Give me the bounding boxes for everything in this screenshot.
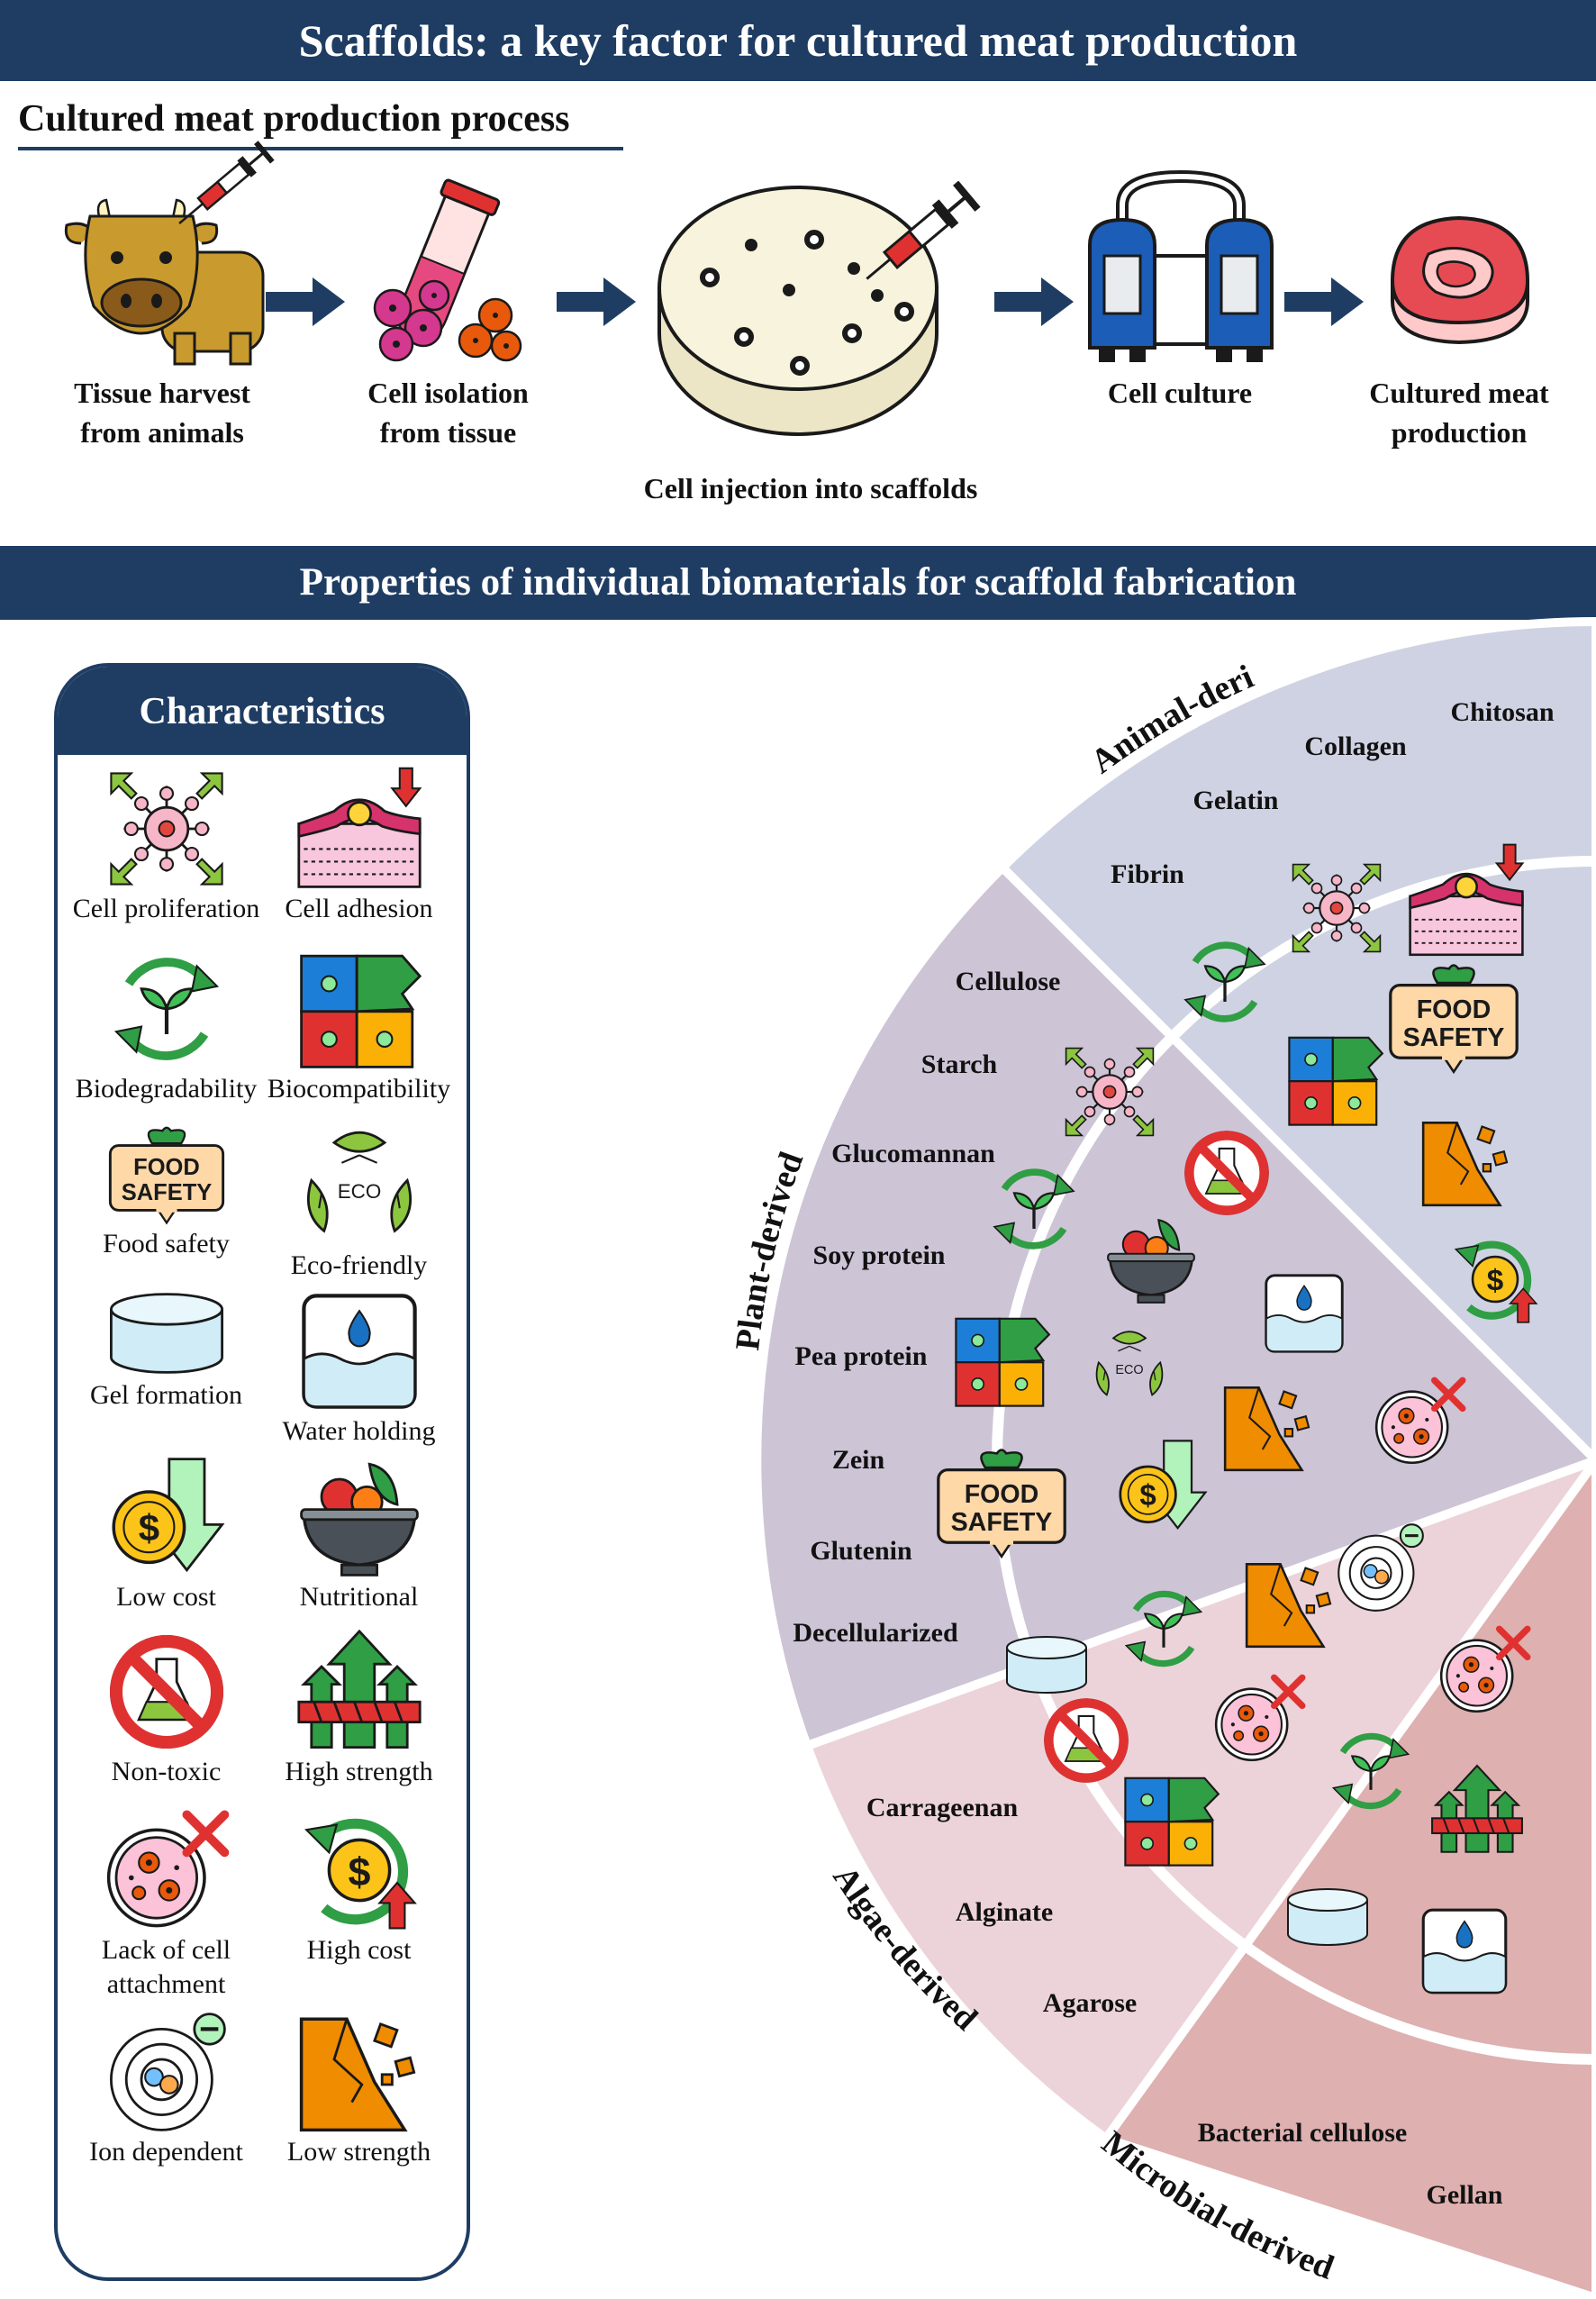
legend-item: Nutritional bbox=[258, 1454, 460, 1614]
eco-friendly-icon: ECO bbox=[296, 1122, 422, 1249]
legend-item-label: Ion dependent bbox=[89, 2137, 243, 2167]
legend-item-label: Eco-friendly bbox=[290, 1250, 428, 1280]
legend-title: Characteristics bbox=[58, 667, 467, 755]
arrow-right-icon bbox=[557, 277, 636, 326]
eco-friendly-icon: ECO bbox=[1097, 1331, 1163, 1395]
legend-item-label: Low strength bbox=[286, 2137, 431, 2167]
food-badge-text: SAFETY bbox=[951, 1508, 1053, 1537]
legend-item-label: Low cost bbox=[116, 1582, 216, 1612]
arrow-right-icon bbox=[266, 277, 345, 326]
legend-item: High cost bbox=[258, 1807, 460, 1967]
material-label: Glucomannan bbox=[831, 1139, 995, 1168]
bioreactor-icon bbox=[1088, 169, 1274, 362]
material-label: Cellulose bbox=[956, 967, 1061, 996]
legend-item: Ion dependent bbox=[65, 2009, 268, 2169]
material-label: Decellularized bbox=[793, 1618, 958, 1648]
meat-steak-icon bbox=[1390, 215, 1530, 345]
main-title-banner: Scaffolds: a key factor for cultured mea… bbox=[0, 0, 1596, 81]
step-cultured-meat: Cultured meat production bbox=[1369, 377, 1549, 449]
material-label: Zein bbox=[832, 1445, 885, 1475]
process-title: Cultured meat production process bbox=[18, 98, 570, 140]
cow-syringe-icon bbox=[64, 141, 275, 366]
legend-item: ECO Eco-friendly bbox=[258, 1122, 460, 1283]
material-label: Gelatin bbox=[1193, 786, 1279, 815]
legend-item-label: Nutritional bbox=[299, 1582, 419, 1612]
legend-item-label: Cell adhesion bbox=[285, 894, 433, 923]
material-label: Alginate bbox=[956, 1897, 1053, 1927]
legend-item: High strength bbox=[258, 1629, 460, 1789]
main-title: Scaffolds: a key factor for cultured mea… bbox=[298, 15, 1298, 66]
step-cell-isolation: Cell isolation from tissue bbox=[367, 377, 529, 449]
biocompatibility-icon bbox=[1125, 1778, 1218, 1866]
legend-item-label: Water holding bbox=[282, 1416, 436, 1446]
legend-item-label: Gel formation bbox=[89, 1380, 243, 1410]
properties-title-banner: Properties of individual biomaterials fo… bbox=[0, 546, 1596, 620]
legend-item: Biocompatibility bbox=[258, 946, 460, 1106]
food-badge-text: SAFETY bbox=[1403, 1023, 1505, 1052]
legend-item: Cell adhesion bbox=[258, 766, 460, 926]
material-label: Carrageenan bbox=[866, 1793, 1019, 1822]
material-label: Chitosan bbox=[1450, 697, 1554, 727]
biocompatibility-icon bbox=[956, 1319, 1048, 1406]
legend-item: Lack of cell attachment bbox=[65, 1807, 268, 2002]
step-tissue-harvest: Tissue harvest from animals bbox=[74, 377, 250, 449]
legend-item-label: Cell proliferation bbox=[72, 894, 260, 923]
scaffold-dish-icon bbox=[657, 180, 981, 436]
legend-item-label: Biodegradability bbox=[75, 1074, 258, 1104]
properties-title: Properties of individual biomaterials fo… bbox=[299, 561, 1297, 604]
step-cell-culture: Cell culture bbox=[1107, 377, 1253, 409]
arrow-right-icon bbox=[1284, 277, 1364, 326]
legend-item: Gel formation bbox=[65, 1288, 268, 1413]
legend-item: Non-toxic bbox=[65, 1629, 268, 1789]
category-animal-label: Animal-derived bbox=[0, 0, 1259, 781]
legend-item: Low cost bbox=[65, 1454, 268, 1614]
legend-item: Cell proliferation bbox=[65, 766, 268, 926]
food-badge-text: FOOD bbox=[133, 1155, 200, 1180]
water-holding-icon bbox=[1423, 1910, 1506, 1993]
test-tube-cells-icon bbox=[373, 178, 522, 362]
eco-text: ECO bbox=[1115, 1363, 1143, 1377]
material-label: Soy protein bbox=[813, 1240, 946, 1270]
food-badge-text: FOOD bbox=[965, 1480, 1039, 1509]
legend-item-label: Biocompatibility bbox=[267, 1074, 451, 1104]
legend-item-label: Lack of cell attachment bbox=[101, 1935, 231, 1999]
non-toxic-icon bbox=[1045, 1699, 1128, 1782]
process-title-underline bbox=[18, 147, 623, 150]
food-badge-text: SAFETY bbox=[121, 1180, 212, 1205]
legend-item-label: Food safety bbox=[103, 1229, 230, 1259]
non-toxic-icon bbox=[1185, 1131, 1268, 1214]
cell-proliferation-icon bbox=[1066, 1049, 1154, 1136]
characteristics-legend: Characteristics Cell proliferation Cell a… bbox=[54, 663, 470, 2281]
material-label: Gellan bbox=[1426, 2180, 1502, 2210]
eco-text: ECO bbox=[337, 1180, 381, 1203]
legend-item: Biodegradability bbox=[65, 946, 268, 1106]
legend-item: Water holding bbox=[258, 1288, 460, 1449]
legend-item-label: High cost bbox=[306, 1935, 412, 1965]
cell-proliferation-icon bbox=[1293, 865, 1381, 952]
legend-item-label: Non-toxic bbox=[111, 1757, 222, 1786]
step-cell-injection: Cell injection into scaffolds bbox=[643, 472, 978, 504]
gel-formation-icon bbox=[1288, 1889, 1367, 1945]
material-label: Starch bbox=[921, 1050, 998, 1079]
legend-item: Low strength bbox=[258, 2009, 460, 2169]
material-label: Collagen bbox=[1304, 732, 1407, 761]
biocompatibility-icon bbox=[1289, 1038, 1382, 1125]
arrow-right-icon bbox=[994, 277, 1074, 326]
material-label: Glutenin bbox=[810, 1536, 912, 1566]
legend-item-label: High strength bbox=[285, 1757, 433, 1786]
material-label: Fibrin bbox=[1111, 859, 1184, 889]
material-label: Pea protein bbox=[795, 1341, 928, 1371]
material-label: Agarose bbox=[1043, 1988, 1137, 2018]
gel-formation-icon bbox=[1007, 1637, 1086, 1693]
food-badge-text: FOOD bbox=[1417, 995, 1492, 1024]
material-label: Bacterial cellulose bbox=[1198, 2118, 1407, 2148]
water-holding-icon bbox=[1266, 1276, 1342, 1351]
